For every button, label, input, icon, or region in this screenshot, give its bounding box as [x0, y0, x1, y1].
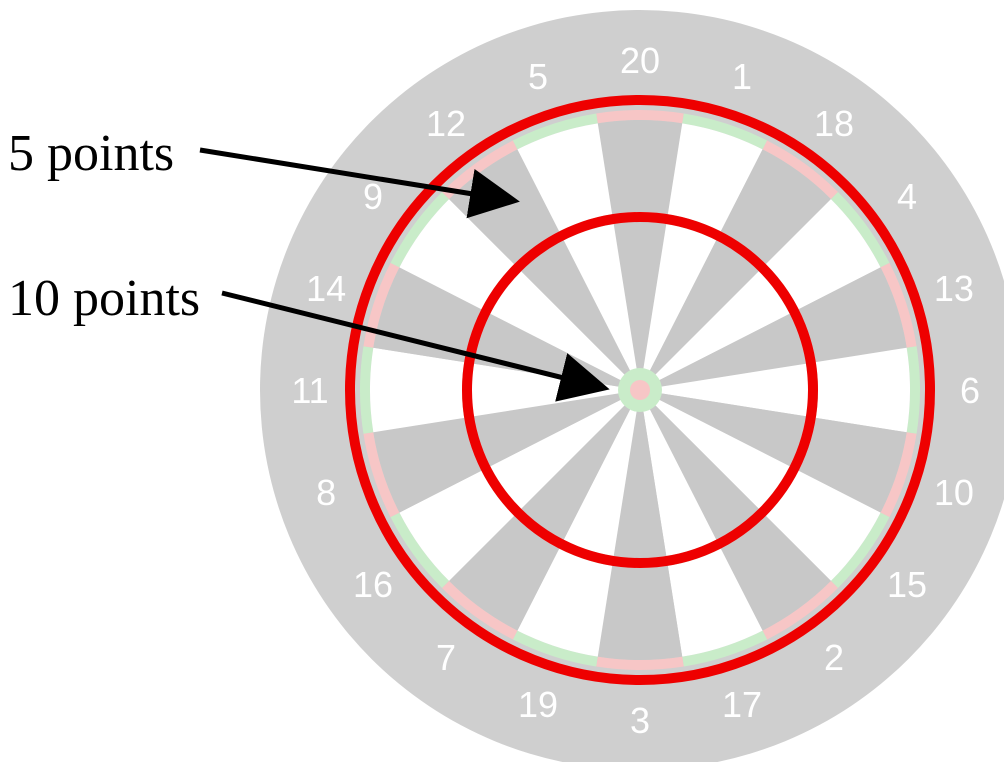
- sector-number: 8: [316, 472, 336, 513]
- sector-number: 3: [630, 700, 650, 741]
- sector-number: 5: [528, 56, 548, 97]
- sector-number: 18: [814, 103, 854, 144]
- sector-number: 12: [426, 103, 466, 144]
- sector-number: 7: [436, 637, 456, 678]
- sector-number: 20: [620, 40, 660, 81]
- sector-number: 1: [732, 56, 752, 97]
- ten-points-label: 10 points: [8, 273, 200, 325]
- bullseye: [630, 380, 650, 400]
- sector-number: 10: [934, 472, 974, 513]
- outer-single-segment: [598, 566, 682, 660]
- sector-number: 4: [897, 176, 917, 217]
- sector-number: 19: [518, 684, 558, 725]
- dartboard: [260, 10, 1004, 762]
- outer-single-segment: [598, 120, 682, 214]
- sector-number: 17: [722, 684, 762, 725]
- five-points-label: 5 points: [8, 128, 174, 180]
- sector-number: 14: [306, 268, 346, 309]
- sector-number: 13: [934, 268, 974, 309]
- sector-number: 16: [353, 564, 393, 605]
- sector-number: 6: [960, 370, 980, 411]
- sector-number: 15: [887, 564, 927, 605]
- sector-number: 11: [291, 370, 328, 411]
- outer-single-segment: [816, 348, 910, 432]
- sector-number: 2: [824, 637, 844, 678]
- sector-number: 9: [363, 176, 383, 217]
- outer-single-segment: [370, 348, 464, 432]
